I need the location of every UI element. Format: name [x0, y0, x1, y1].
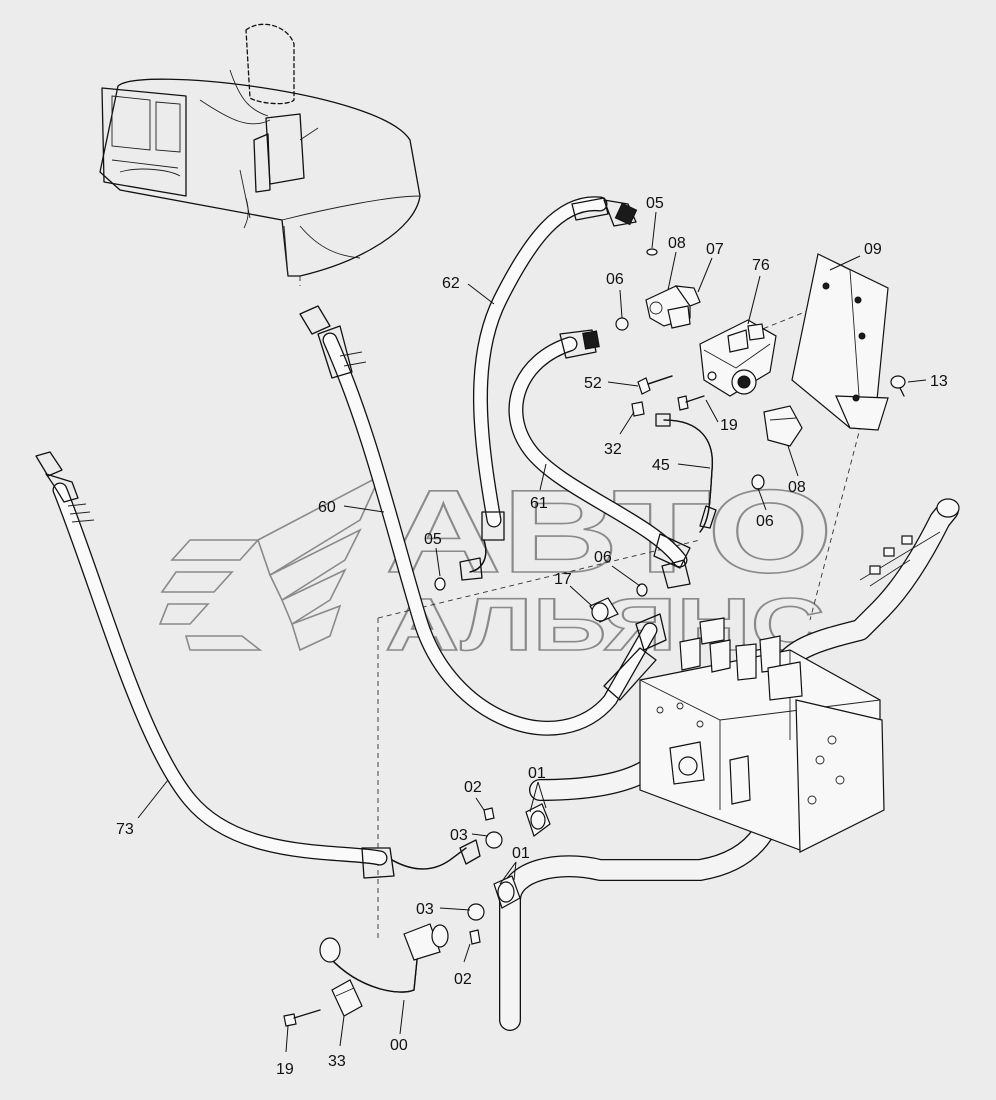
callout-17: 17	[554, 571, 572, 588]
bolt-52	[637, 375, 673, 395]
hose-62	[459, 196, 638, 581]
fitting-17	[589, 597, 619, 623]
watermark-line1: АВТО	[385, 466, 833, 598]
callout-76: 76	[752, 257, 770, 274]
callout-08: 08	[788, 479, 806, 496]
callout-45: 45	[652, 457, 670, 474]
callout-52: 52	[584, 375, 602, 392]
callout-19: 19	[720, 417, 738, 434]
bolt-19-lower	[283, 1009, 321, 1027]
elbow-fitting-07	[645, 285, 701, 329]
callout-leaders	[137, 211, 927, 1053]
callout-62: 62	[442, 275, 460, 292]
callout-05: 05	[646, 195, 664, 212]
callout-03: 03	[416, 901, 434, 918]
callout-06: 06	[756, 513, 774, 530]
callout-01: 01	[528, 765, 546, 782]
bolt-13	[890, 375, 906, 397]
control-valve-body	[639, 617, 885, 853]
callout-61: 61	[530, 495, 548, 512]
watermark-logo	[158, 474, 382, 652]
callout-73: 73	[116, 821, 134, 838]
callout-03: 03	[450, 827, 468, 844]
callout-07: 07	[706, 241, 724, 258]
machine-overview	[99, 23, 421, 286]
callout-19: 19	[276, 1061, 294, 1078]
callout-02: 02	[454, 971, 472, 988]
callout-06: 06	[606, 271, 624, 288]
hose-61	[508, 329, 691, 589]
callout-32: 32	[604, 441, 622, 458]
clamp-33	[331, 979, 363, 1017]
hose-60	[299, 305, 667, 736]
flange-lower-01	[467, 875, 521, 945]
callout-00: 00	[390, 1037, 408, 1054]
callout-60: 60	[318, 499, 336, 516]
callout-13: 13	[930, 373, 948, 390]
callout-08: 08	[668, 235, 686, 252]
callout-02: 02	[464, 779, 482, 796]
callout-33: 33	[328, 1053, 346, 1070]
solenoid-08	[751, 405, 803, 490]
fitting-32	[631, 401, 645, 417]
callout-06: 06	[594, 549, 612, 566]
callout-09: 09	[864, 241, 882, 258]
o-rings	[434, 248, 658, 597]
callout-05: 05	[424, 531, 442, 548]
bolt-19-upper	[677, 395, 705, 411]
callout-labels: 05 08 07 76 09 62 06 52 13 19 32 45 08 0…	[116, 195, 948, 1078]
valve-block-76	[699, 319, 777, 397]
hose-73	[35, 451, 481, 879]
bracket-09	[791, 253, 889, 431]
callout-01: 01	[512, 845, 530, 862]
pipe-00	[319, 923, 449, 993]
flange-upper-01	[483, 803, 551, 849]
hose-45	[655, 413, 717, 533]
